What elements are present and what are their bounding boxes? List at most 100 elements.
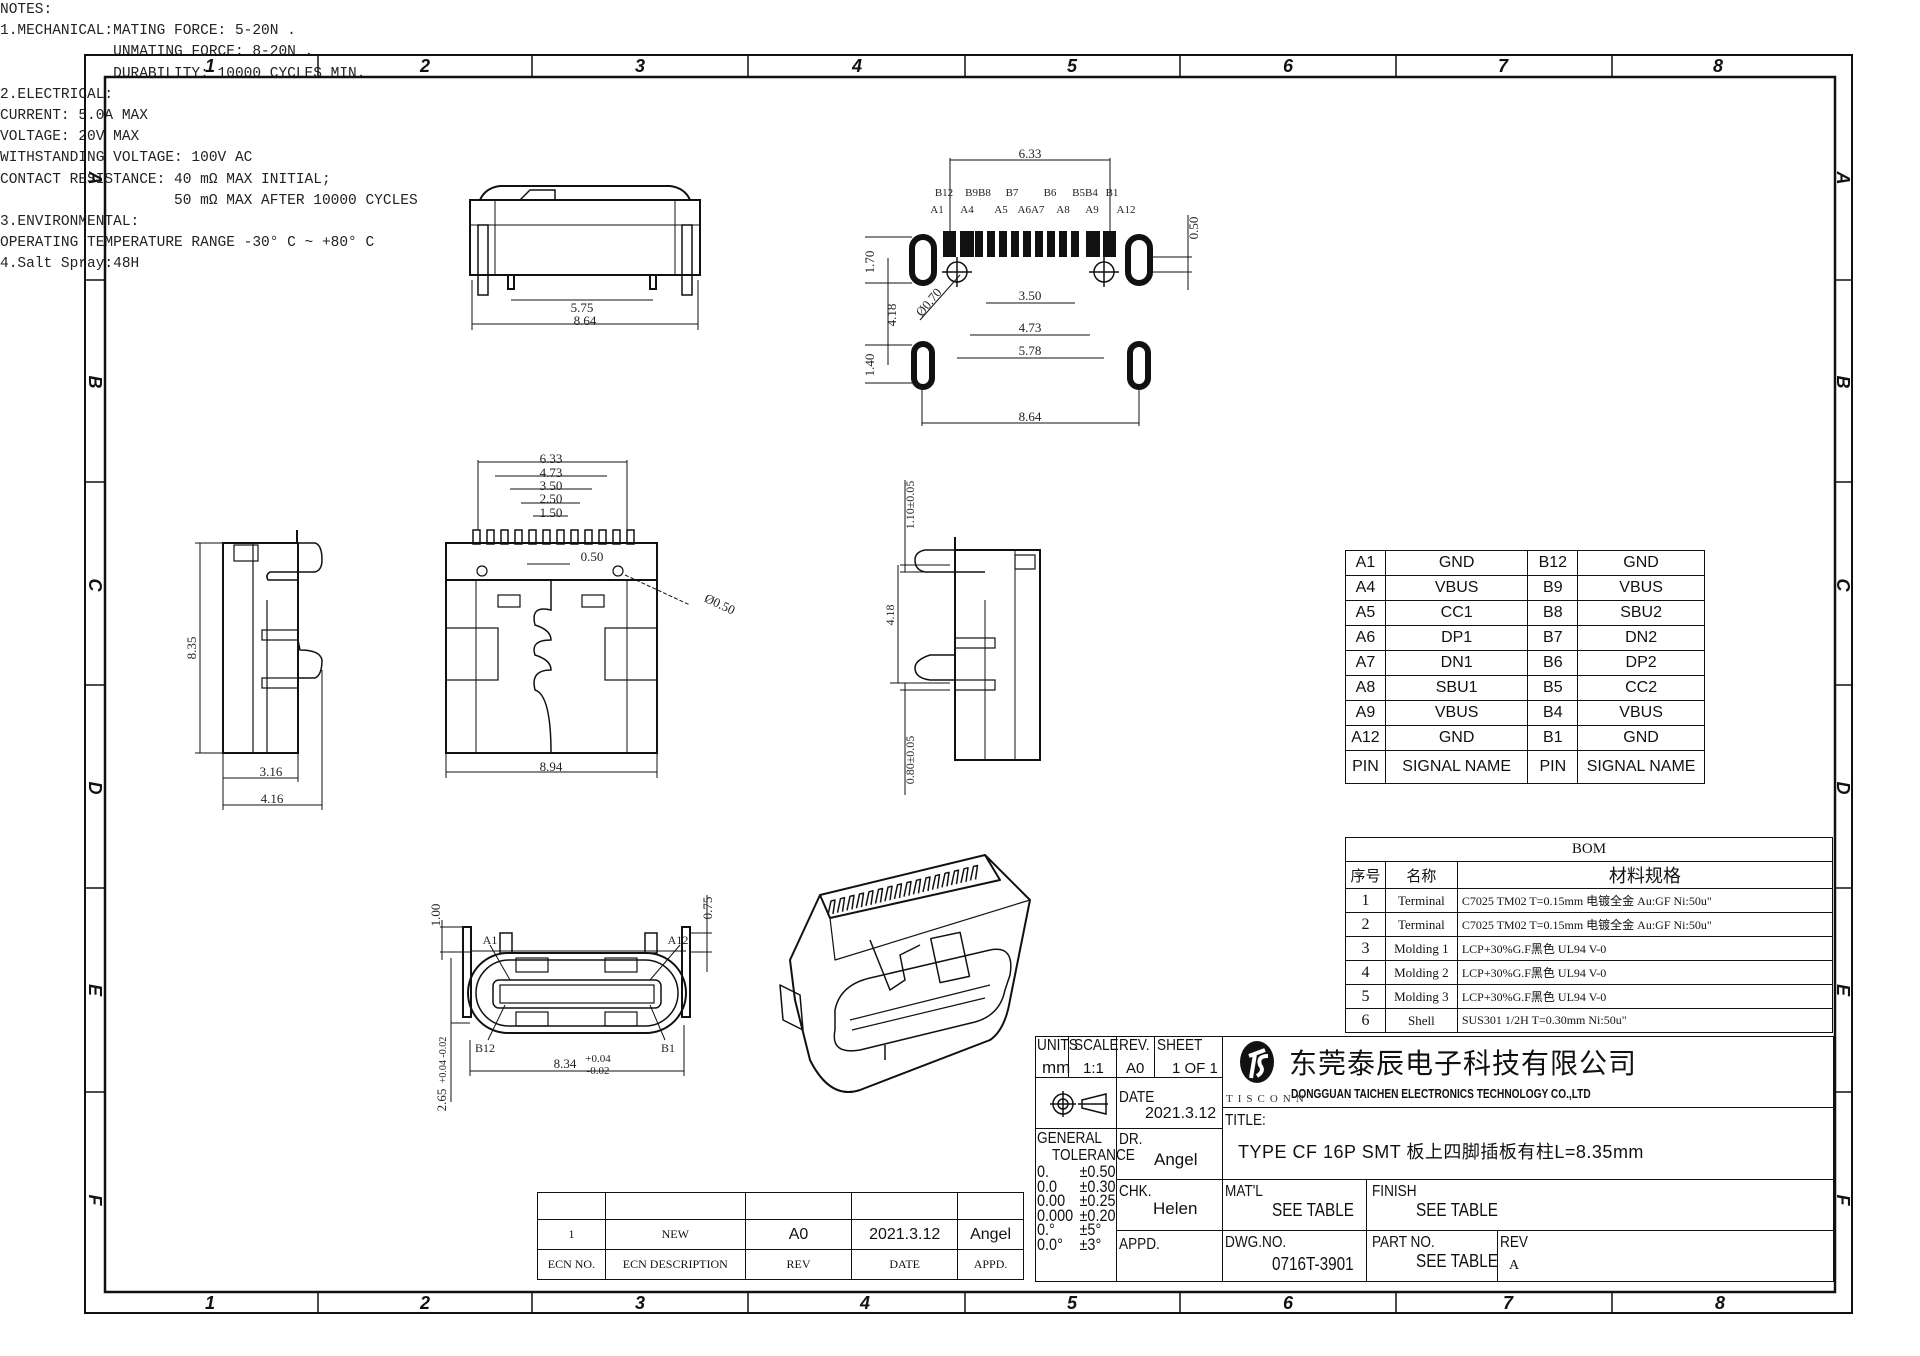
tolerance-precision: 0.00 (1037, 1191, 1066, 1210)
dr-label: DR. (1119, 1131, 1143, 1148)
bom-cell: Molding 2 (1384, 960, 1458, 985)
note-line: 4.Salt Spray:48H (0, 256, 140, 273)
terminal-pin (556, 529, 565, 545)
tolerance-precision: 0.0° (1037, 1234, 1063, 1254)
pin-cell: DP1 (1384, 625, 1529, 651)
zone-col-label: 6 (1283, 1293, 1294, 1313)
rev-header: ECN NO. (537, 1249, 606, 1280)
bom-cell: Terminal (1384, 888, 1458, 913)
iso-terminal-pin (846, 894, 855, 911)
rev2-divider (1497, 1230, 1498, 1282)
ecn-appd: Angel (957, 1219, 1024, 1250)
dim-8-34-tol-bot: -0.02 (587, 1065, 610, 1077)
terminal-pin (542, 529, 551, 545)
note-line: OPERATING TEMPERATURE RANGE -30° C ~ +80… (0, 235, 375, 252)
dim-dia-0-70: Ø0.70 (912, 285, 944, 319)
dim-8-35: 8.35 (184, 637, 199, 660)
tolerance-row: 0.0±0.30 (1037, 1176, 1116, 1196)
dim-1-40: 1.40 (862, 354, 877, 377)
appd-label: APPD. (1119, 1236, 1160, 1253)
rev-header: ECN DESCRIPTION (604, 1249, 746, 1280)
tolerance-value: ±3° (1079, 1234, 1102, 1254)
zone-col-label: 8 (1715, 1293, 1725, 1313)
pin-cell: SBU1 (1384, 675, 1529, 701)
smt-pad (987, 231, 995, 257)
pin-cell: A1 (1345, 550, 1386, 576)
zone-col-label: 5 (1067, 1293, 1078, 1313)
terminal-pin (514, 529, 523, 545)
dim-1-70: 1.70 (862, 251, 877, 274)
pin-cell: B9 (1527, 575, 1579, 601)
iso-terminal-pin (950, 869, 960, 886)
zone-row-label: C (85, 579, 105, 593)
rev2-cell (1497, 1230, 1834, 1282)
iso-terminal-pin (865, 890, 874, 906)
pin-cell: DN2 (1577, 625, 1705, 651)
tolerance-precision: 0.0 (1037, 1176, 1058, 1196)
drawing-title: TYPE CF 16P SMT 板上四脚插板有柱L=8.35mm (1238, 1142, 1644, 1162)
zone-row-label: F (85, 1195, 105, 1207)
smt-pad (1047, 231, 1055, 257)
chk-value: Helen (1153, 1199, 1198, 1218)
note-line: CURRENT: 5.0A MAX (0, 108, 148, 125)
dim-1-00: 1.00 (428, 904, 443, 927)
tolerance-value: ±0.20 (1079, 1205, 1116, 1225)
pin-cell: GND (1577, 550, 1705, 576)
smt-pad (1086, 231, 1100, 257)
pin-cell: SIGNAL NAME (1384, 750, 1529, 784)
tolerance-value: ±0.50 (1079, 1162, 1116, 1181)
bom-cell: Molding 3 (1384, 984, 1458, 1009)
terminal-pin (584, 529, 593, 545)
dim-2-65: 2.65 (434, 1089, 449, 1112)
isometric-view (779, 854, 1031, 1093)
terminal-pin (528, 529, 537, 545)
pin-label: B6 (1044, 187, 1057, 199)
bom-cell: LCP+30%G.F黑色 UL94 V-0 (1456, 936, 1834, 961)
smt-pad (1023, 231, 1031, 257)
dim-3-50: 3.50 (1019, 288, 1042, 303)
bom-header: 材料规格 (1456, 861, 1834, 889)
bom-cell: 1 (1345, 888, 1386, 913)
zone-col-label: 7 (1498, 56, 1509, 76)
pin-label: A1 (930, 204, 943, 216)
bom-cell: Terminal (1384, 912, 1458, 937)
bom-cell: 2 (1345, 912, 1386, 937)
terminal-pin (612, 529, 621, 545)
dim-4-18: 4.18 (883, 605, 897, 626)
zone-col-label: 6 (1283, 56, 1294, 76)
pin-cell: A6 (1345, 625, 1386, 651)
zone-col-label: 1 (205, 56, 215, 76)
scale-value: 1:1 (1083, 1060, 1104, 1077)
top-view (445, 460, 691, 778)
pin-cell: A8 (1345, 675, 1386, 701)
pin-cell: DN1 (1384, 650, 1529, 676)
zone-row-label: E (1833, 984, 1853, 997)
smt-pad (1103, 231, 1116, 257)
tolerance-value: ±0.25 (1079, 1191, 1116, 1210)
pin-cell: VBUS (1384, 575, 1529, 601)
smt-pad (960, 231, 974, 257)
pin-cell: A9 (1345, 700, 1386, 726)
pin-label: A8 (1056, 204, 1070, 216)
iso-terminal-pin (941, 871, 950, 888)
company-name-en: DONGGUAN TAICHEN ELECTRONICS TECHNOLOGY … (1291, 1086, 1591, 1101)
smt-pad (1035, 231, 1043, 257)
zone-row-label: E (85, 984, 105, 997)
title-label: TITLE: (1225, 1112, 1266, 1129)
zone-row-label: D (1833, 782, 1853, 795)
pin-cell: PIN (1345, 750, 1386, 784)
projection-symbol-icon (1050, 1091, 1108, 1117)
tolerance-label: GENERAL (1037, 1130, 1102, 1147)
rev-header: DATE (851, 1249, 959, 1280)
front-view (469, 185, 701, 330)
pin-label: B5B4 (1072, 187, 1098, 199)
dim-1-50: 1.50 (540, 505, 563, 520)
